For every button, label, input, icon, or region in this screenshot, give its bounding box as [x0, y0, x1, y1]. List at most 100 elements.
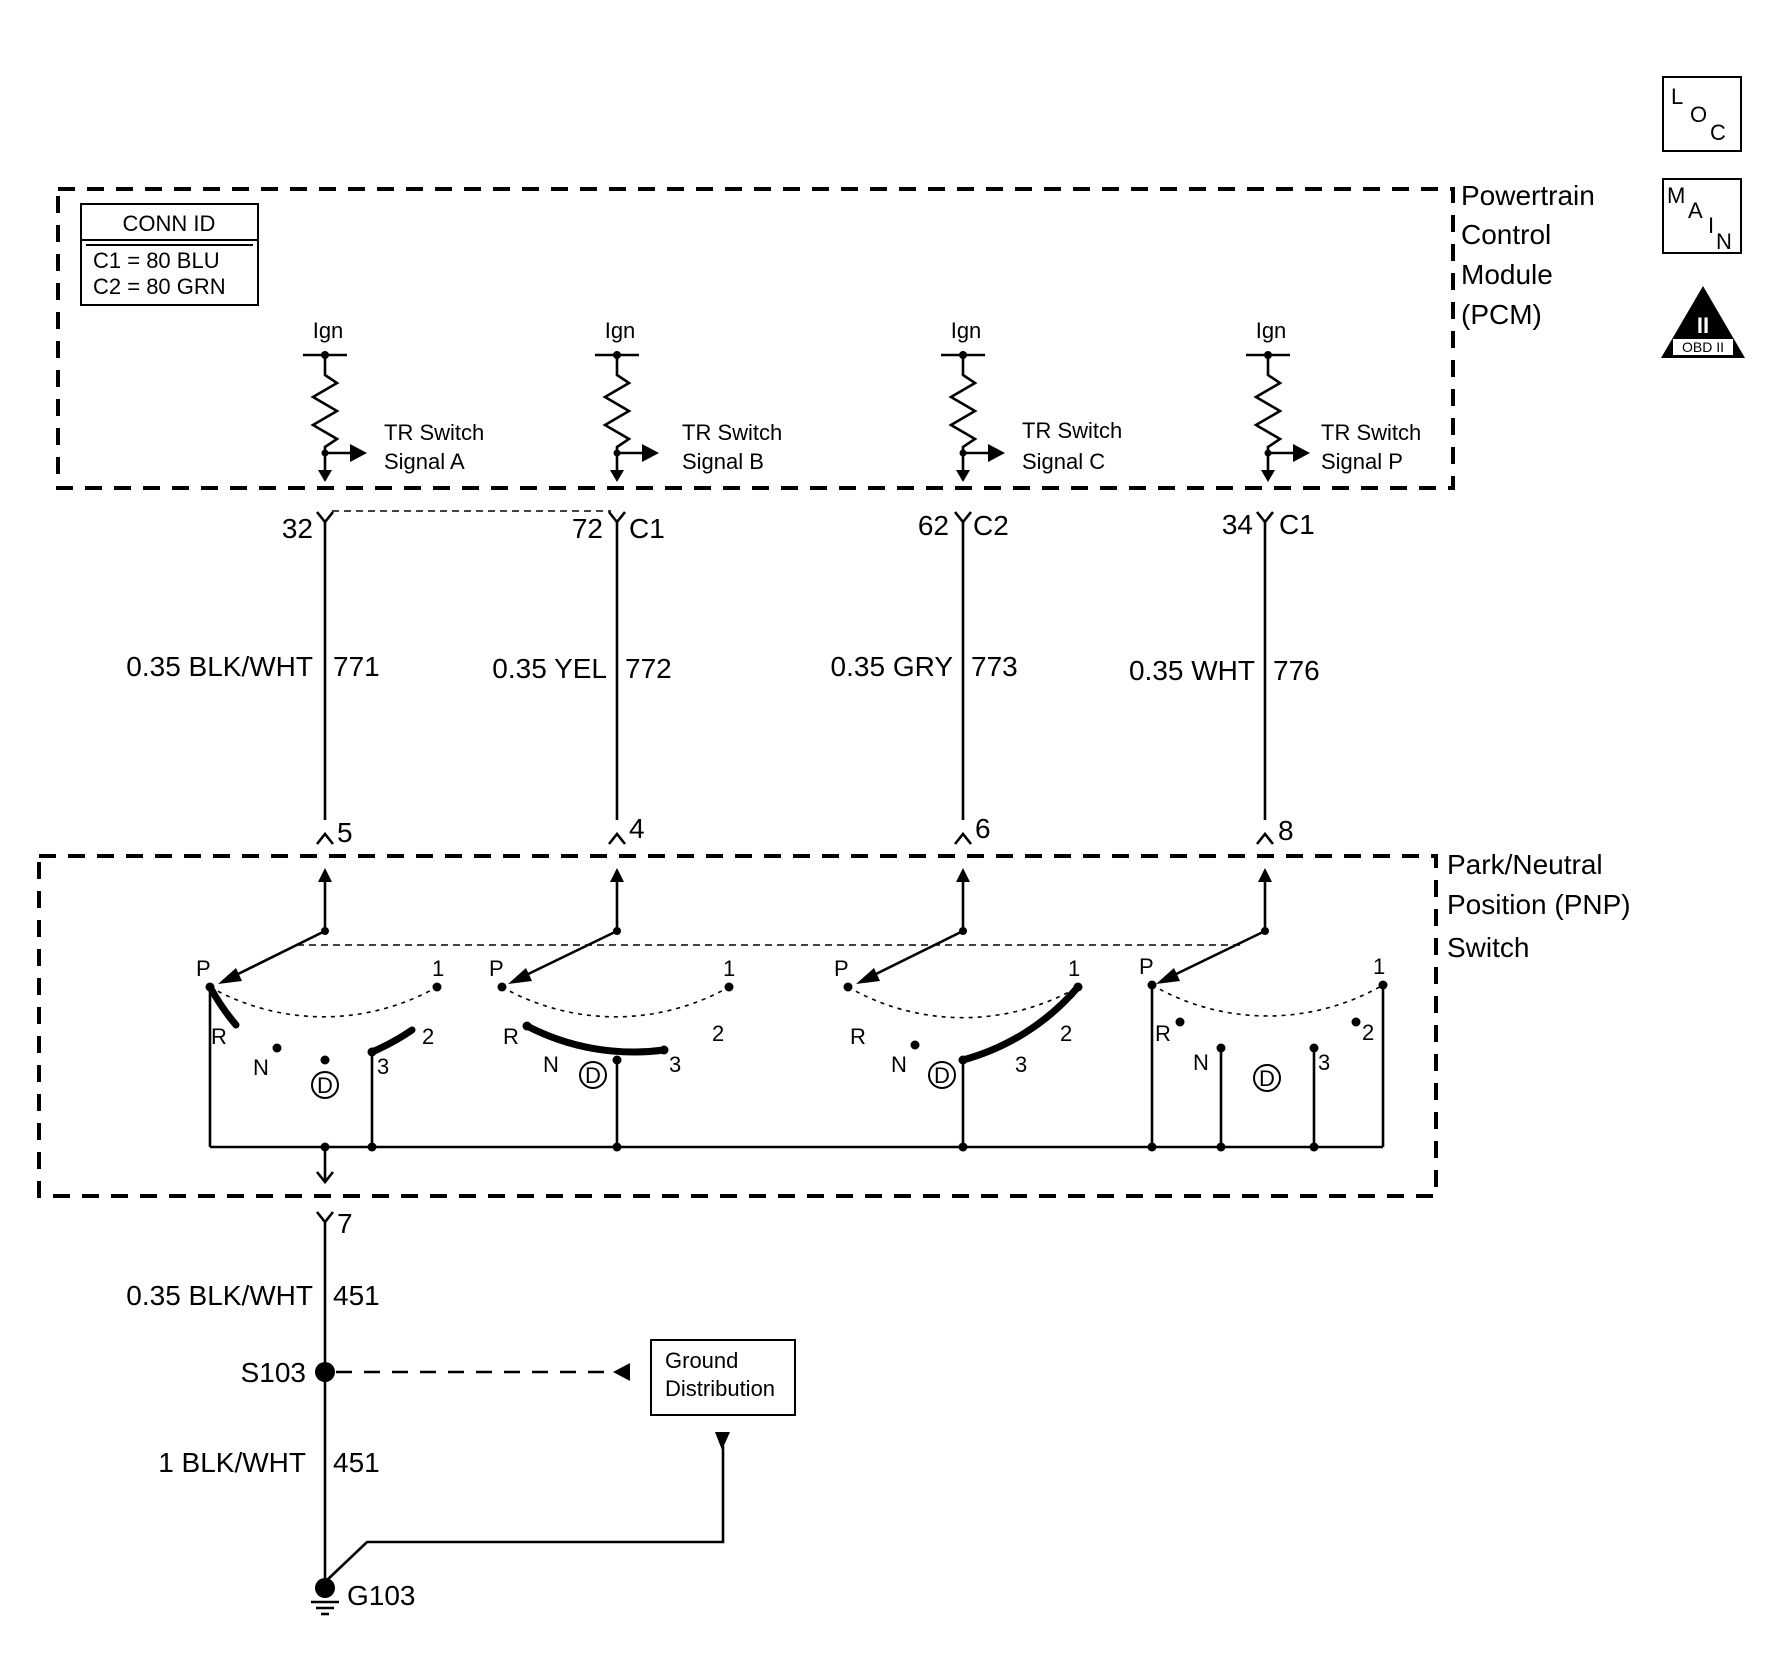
- circuit-p: Ign TR Switch Signal P 34 C1 0.35 WHT 77…: [1129, 318, 1421, 846]
- svg-text:Signal B: Signal B: [682, 449, 764, 474]
- svg-text:N: N: [253, 1055, 269, 1080]
- svg-text:CONN ID: CONN ID: [123, 211, 216, 236]
- svg-text:1 BLK/WHT: 1 BLK/WHT: [158, 1447, 306, 1478]
- svg-text:3: 3: [377, 1054, 389, 1079]
- svg-text:4: 4: [629, 813, 645, 844]
- svg-text:Ground: Ground: [665, 1348, 738, 1373]
- svg-text:2: 2: [712, 1021, 724, 1046]
- svg-text:0.35 BLK/WHT: 0.35 BLK/WHT: [126, 651, 313, 682]
- svg-text:5: 5: [337, 817, 353, 848]
- svg-text:Signal A: Signal A: [384, 449, 465, 474]
- svg-text:P: P: [196, 956, 211, 981]
- svg-text:P: P: [489, 956, 504, 981]
- svg-text:Ign: Ign: [1256, 318, 1287, 343]
- svg-text:A: A: [1688, 198, 1703, 223]
- svg-text:D: D: [317, 1073, 333, 1098]
- ground-point-g103: [315, 1578, 335, 1598]
- svg-text:8: 8: [1278, 815, 1294, 846]
- svg-text:S103: S103: [241, 1357, 306, 1388]
- svg-text:D: D: [934, 1063, 950, 1088]
- svg-text:773: 773: [971, 651, 1018, 682]
- pnp-boundary: [37, 854, 1438, 1198]
- svg-text:TR Switch: TR Switch: [384, 420, 484, 445]
- svg-text:II: II: [1697, 313, 1709, 338]
- svg-text:Distribution: Distribution: [665, 1376, 775, 1401]
- svg-text:2: 2: [1060, 1021, 1072, 1046]
- svg-text:C1: C1: [1279, 509, 1315, 540]
- pcm-title: Powertrain Control Module (PCM): [1461, 180, 1595, 330]
- svg-text:32: 32: [282, 513, 313, 544]
- svg-text:772: 772: [625, 653, 672, 684]
- svg-text:OBD II: OBD II: [1682, 339, 1724, 355]
- svg-text:R: R: [503, 1024, 519, 1049]
- svg-text:1: 1: [723, 956, 735, 981]
- svg-text:Switch: Switch: [1447, 932, 1529, 963]
- svg-text:Control: Control: [1461, 219, 1551, 250]
- svg-text:0.35 GRY: 0.35 GRY: [831, 651, 954, 682]
- svg-text:N: N: [891, 1052, 907, 1077]
- svg-text:C1 = 80 BLU: C1 = 80 BLU: [93, 248, 220, 273]
- svg-text:3: 3: [1318, 1050, 1330, 1075]
- svg-text:G103: G103: [347, 1580, 416, 1611]
- main-badge[interactable]: M A I N: [1662, 178, 1742, 254]
- svg-text:Module: Module: [1461, 259, 1553, 290]
- svg-text:451: 451: [333, 1280, 380, 1311]
- svg-text:6: 6: [975, 813, 991, 844]
- svg-text:Ign: Ign: [605, 318, 636, 343]
- pnp-common-bus: [210, 1142, 1383, 1185]
- circuit-b: Ign TR Switch Signal B 72 C1 0.35 YEL 77…: [492, 318, 782, 845]
- svg-text:1: 1: [1068, 956, 1080, 981]
- switch-a: P R N D 3 2 1: [196, 868, 444, 1147]
- svg-text:2: 2: [1362, 1020, 1374, 1045]
- svg-text:N: N: [1716, 229, 1732, 254]
- ground-distribution-box: [650, 1339, 796, 1416]
- obd-ii-badge[interactable]: II OBD II: [1661, 286, 1745, 358]
- svg-text:(PCM): (PCM): [1461, 299, 1542, 330]
- svg-text:451: 451: [333, 1447, 380, 1478]
- splice-s103: [315, 1362, 335, 1382]
- svg-text:P: P: [834, 956, 849, 981]
- svg-text:C2 = 80 GRN: C2 = 80 GRN: [93, 274, 226, 299]
- svg-text:3: 3: [669, 1052, 681, 1077]
- svg-text:TR Switch: TR Switch: [1022, 418, 1122, 443]
- svg-text:C: C: [1710, 120, 1726, 145]
- svg-text:C2: C2: [973, 510, 1009, 541]
- svg-text:N: N: [543, 1052, 559, 1077]
- svg-text:R: R: [850, 1024, 866, 1049]
- svg-text:3: 3: [1015, 1052, 1027, 1077]
- svg-text:L: L: [1671, 84, 1683, 109]
- svg-text:1: 1: [432, 956, 444, 981]
- svg-text:TR Switch: TR Switch: [682, 420, 782, 445]
- svg-text:62: 62: [918, 510, 949, 541]
- circuit-c: Ign TR Switch Signal C 62 C2 0.35 GRY 77…: [831, 318, 1122, 845]
- svg-text:Ign: Ign: [951, 318, 982, 343]
- svg-text:0.35 BLK/WHT: 0.35 BLK/WHT: [126, 1280, 313, 1311]
- svg-text:Signal P: Signal P: [1321, 449, 1403, 474]
- svg-text:1: 1: [1373, 954, 1385, 979]
- ground-circuit: 7 0.35 BLK/WHT 451 S103 1 BLK/WHT 451 Gr…: [126, 1208, 796, 1616]
- svg-text:Position (PNP): Position (PNP): [1447, 889, 1631, 920]
- svg-text:I: I: [1708, 213, 1714, 238]
- svg-text:N: N: [1193, 1050, 1209, 1075]
- svg-text:D: D: [585, 1063, 601, 1088]
- svg-text:Ign: Ign: [313, 318, 344, 343]
- svg-text:TR Switch: TR Switch: [1321, 420, 1421, 445]
- svg-text:C1: C1: [629, 513, 665, 544]
- conn-id-box: CONN ID C1 = 80 BLU C2 = 80 GRN: [80, 203, 259, 306]
- switch-p: P R N D 3 2 1: [1139, 868, 1388, 1147]
- svg-text:Powertrain: Powertrain: [1461, 180, 1595, 211]
- svg-text:O: O: [1690, 102, 1707, 127]
- loc-badge[interactable]: L O C: [1662, 76, 1742, 152]
- svg-text:7: 7: [337, 1208, 353, 1239]
- svg-text:P: P: [1139, 954, 1154, 979]
- svg-text:R: R: [211, 1024, 227, 1049]
- svg-text:34: 34: [1222, 509, 1253, 540]
- svg-text:0.35 WHT: 0.35 WHT: [1129, 655, 1255, 686]
- svg-text:R: R: [1155, 1021, 1171, 1046]
- svg-text:0.35 YEL: 0.35 YEL: [492, 653, 607, 684]
- svg-text:72: 72: [572, 513, 603, 544]
- pcm-boundary: [56, 187, 1455, 490]
- svg-text:776: 776: [1273, 655, 1320, 686]
- circuit-a: Ign TR Switch Signal A 32 0.35 BLK/WHT 7…: [126, 318, 484, 848]
